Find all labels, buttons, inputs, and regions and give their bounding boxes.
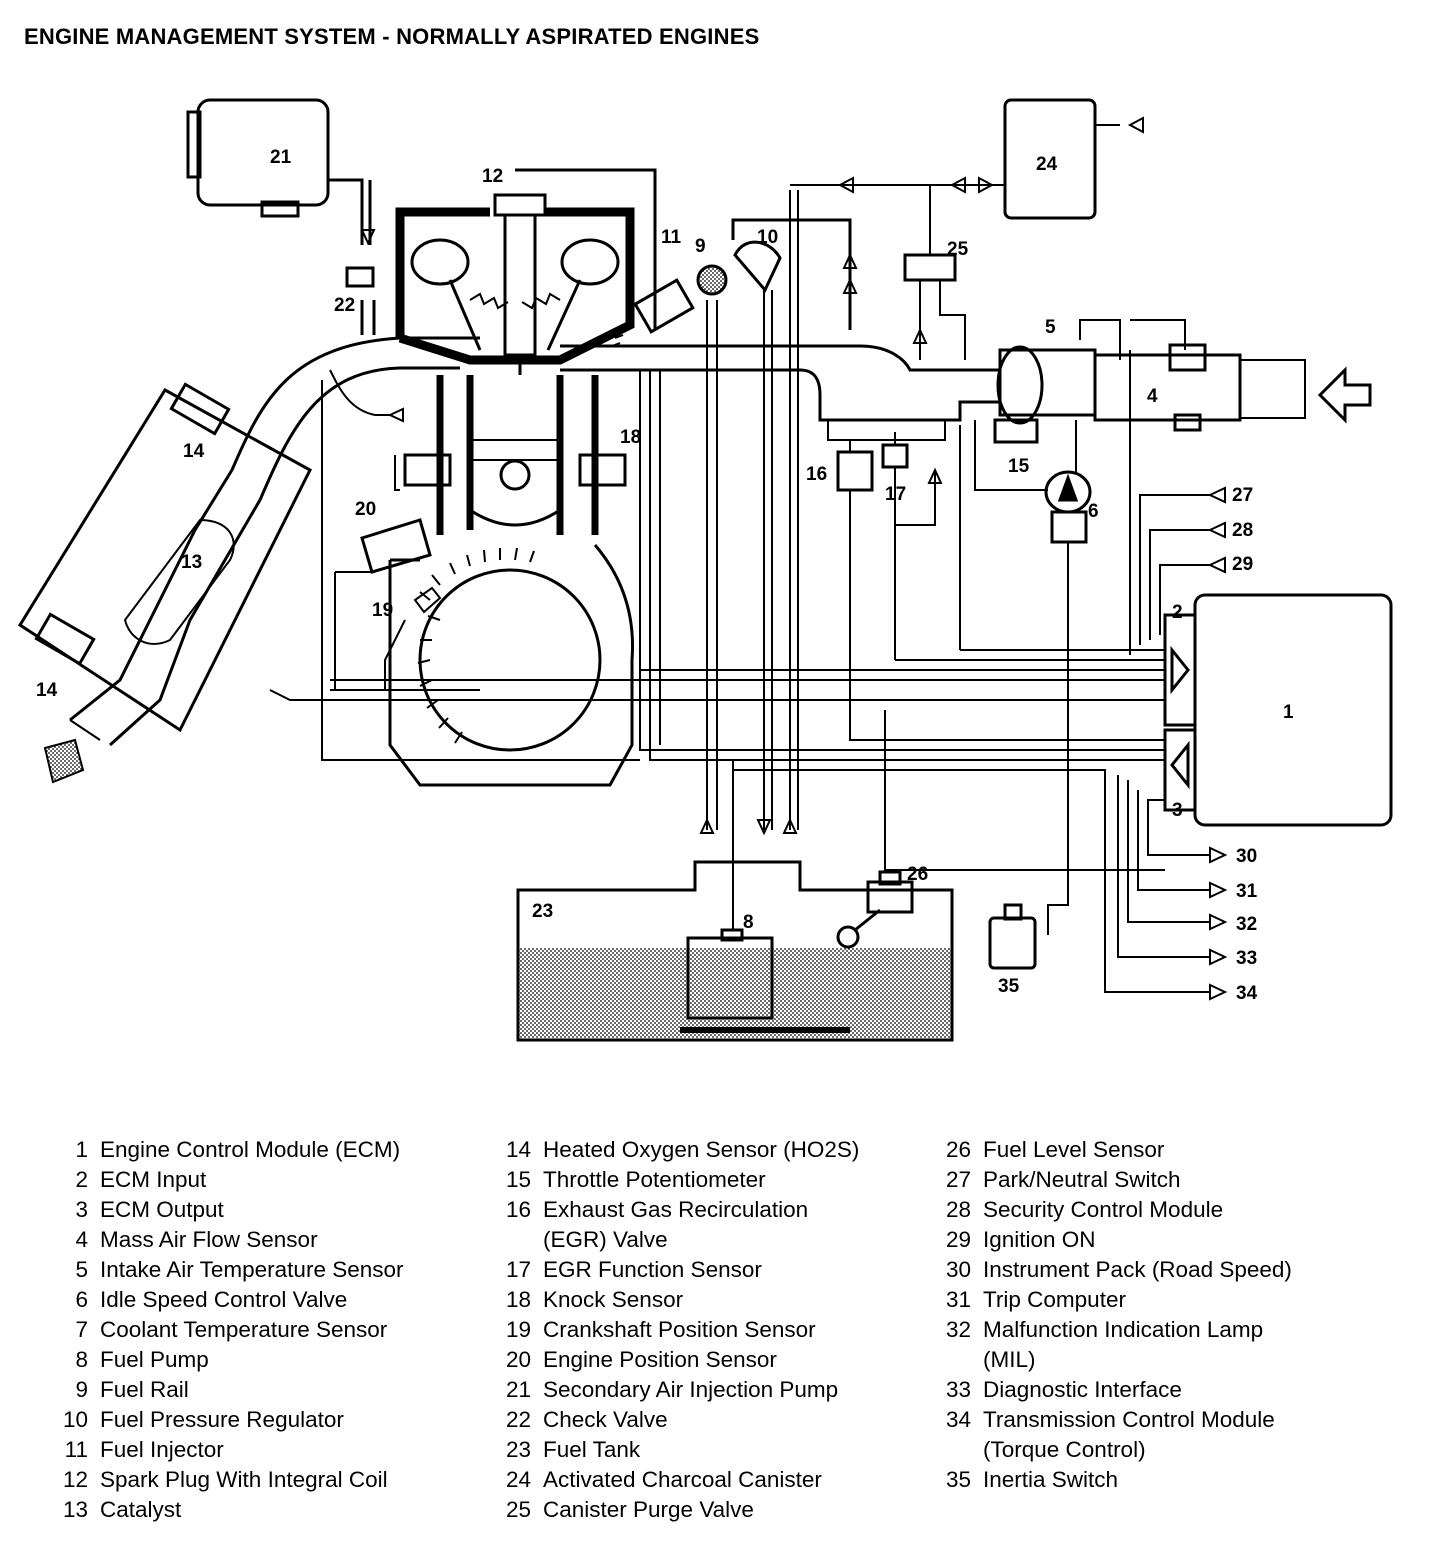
callout-6: 6 [1088, 501, 1099, 522]
callout-35: 35 [998, 976, 1020, 997]
callout-8: 8 [743, 912, 754, 933]
callout-26: 26 [907, 864, 928, 885]
callout-3: 3 [1172, 800, 1183, 821]
fuel-tank [516, 860, 954, 1042]
callout-20: 20 [355, 499, 376, 520]
callout-2: 2 [1172, 602, 1183, 623]
charcoal-canister [790, 98, 1120, 360]
legend-item: (Torque Control) [983, 1437, 1146, 1462]
throttle-body [993, 319, 1121, 444]
callout-9: 9 [695, 236, 706, 257]
callout-13: 13 [181, 552, 202, 573]
callout-16: 16 [806, 464, 827, 485]
callout-21: 21 [270, 147, 292, 168]
engine-block [388, 375, 634, 787]
callout-19: 19 [372, 600, 393, 621]
callout-29: 29 [1232, 554, 1253, 575]
callout-22: 22 [334, 295, 355, 316]
spark-plug [493, 168, 657, 375]
flow-arrows [360, 116, 1228, 1001]
manifold-pipes [230, 336, 1000, 501]
callout-14-top: 14 [183, 441, 205, 462]
legend-item: (MIL) [983, 1347, 1036, 1372]
callout-15: 15 [1008, 456, 1030, 477]
catalyst [17, 382, 312, 784]
ecm [1163, 593, 1393, 827]
callout-25: 25 [947, 239, 969, 260]
legend-item: (EGR) Valve [543, 1227, 668, 1252]
callout-5: 5 [1045, 317, 1056, 338]
callout-12: 12 [482, 166, 503, 187]
callout-17: 17 [885, 484, 906, 505]
callout-labels: 1 2 3 4 5 6 8 9 10 11 12 13 14 14 15 16 … [36, 147, 1294, 1004]
callout-10: 10 [757, 227, 778, 248]
callout-14-bottom: 14 [36, 680, 58, 701]
fuel-rail-components [611, 190, 852, 830]
callout-23: 23 [532, 901, 553, 922]
callout-4: 4 [1147, 386, 1158, 407]
diagram-title: ENGINE MANAGEMENT SYSTEM - NORMALLY ASPI… [24, 24, 760, 49]
mass-air-flow-sensor [1093, 319, 1372, 432]
egr-valve [827, 420, 946, 526]
callout-32: 32 [1236, 914, 1257, 935]
callout-30: 30 [1236, 846, 1257, 867]
callout-33: 33 [1236, 948, 1257, 969]
idle-speed-valve [974, 420, 1092, 935]
callout-34: 34 [1236, 983, 1258, 1004]
cylinder-head [395, 207, 635, 365]
engine-diagram: 1 2 3 4 5 6 8 9 10 11 12 13 14 14 15 16 … [17, 98, 1393, 1042]
callout-11: 11 [661, 227, 682, 248]
engine-position-sensor [330, 518, 480, 691]
inertia-switch [988, 903, 1037, 970]
callout-27: 27 [1232, 485, 1253, 506]
callout-18: 18 [620, 427, 641, 448]
callout-28: 28 [1232, 520, 1253, 541]
callout-31: 31 [1236, 881, 1258, 902]
callout-24: 24 [1036, 154, 1058, 175]
wiring-harness [269, 350, 1210, 993]
callout-1: 1 [1283, 702, 1294, 723]
secondary-air-pump [186, 98, 376, 335]
